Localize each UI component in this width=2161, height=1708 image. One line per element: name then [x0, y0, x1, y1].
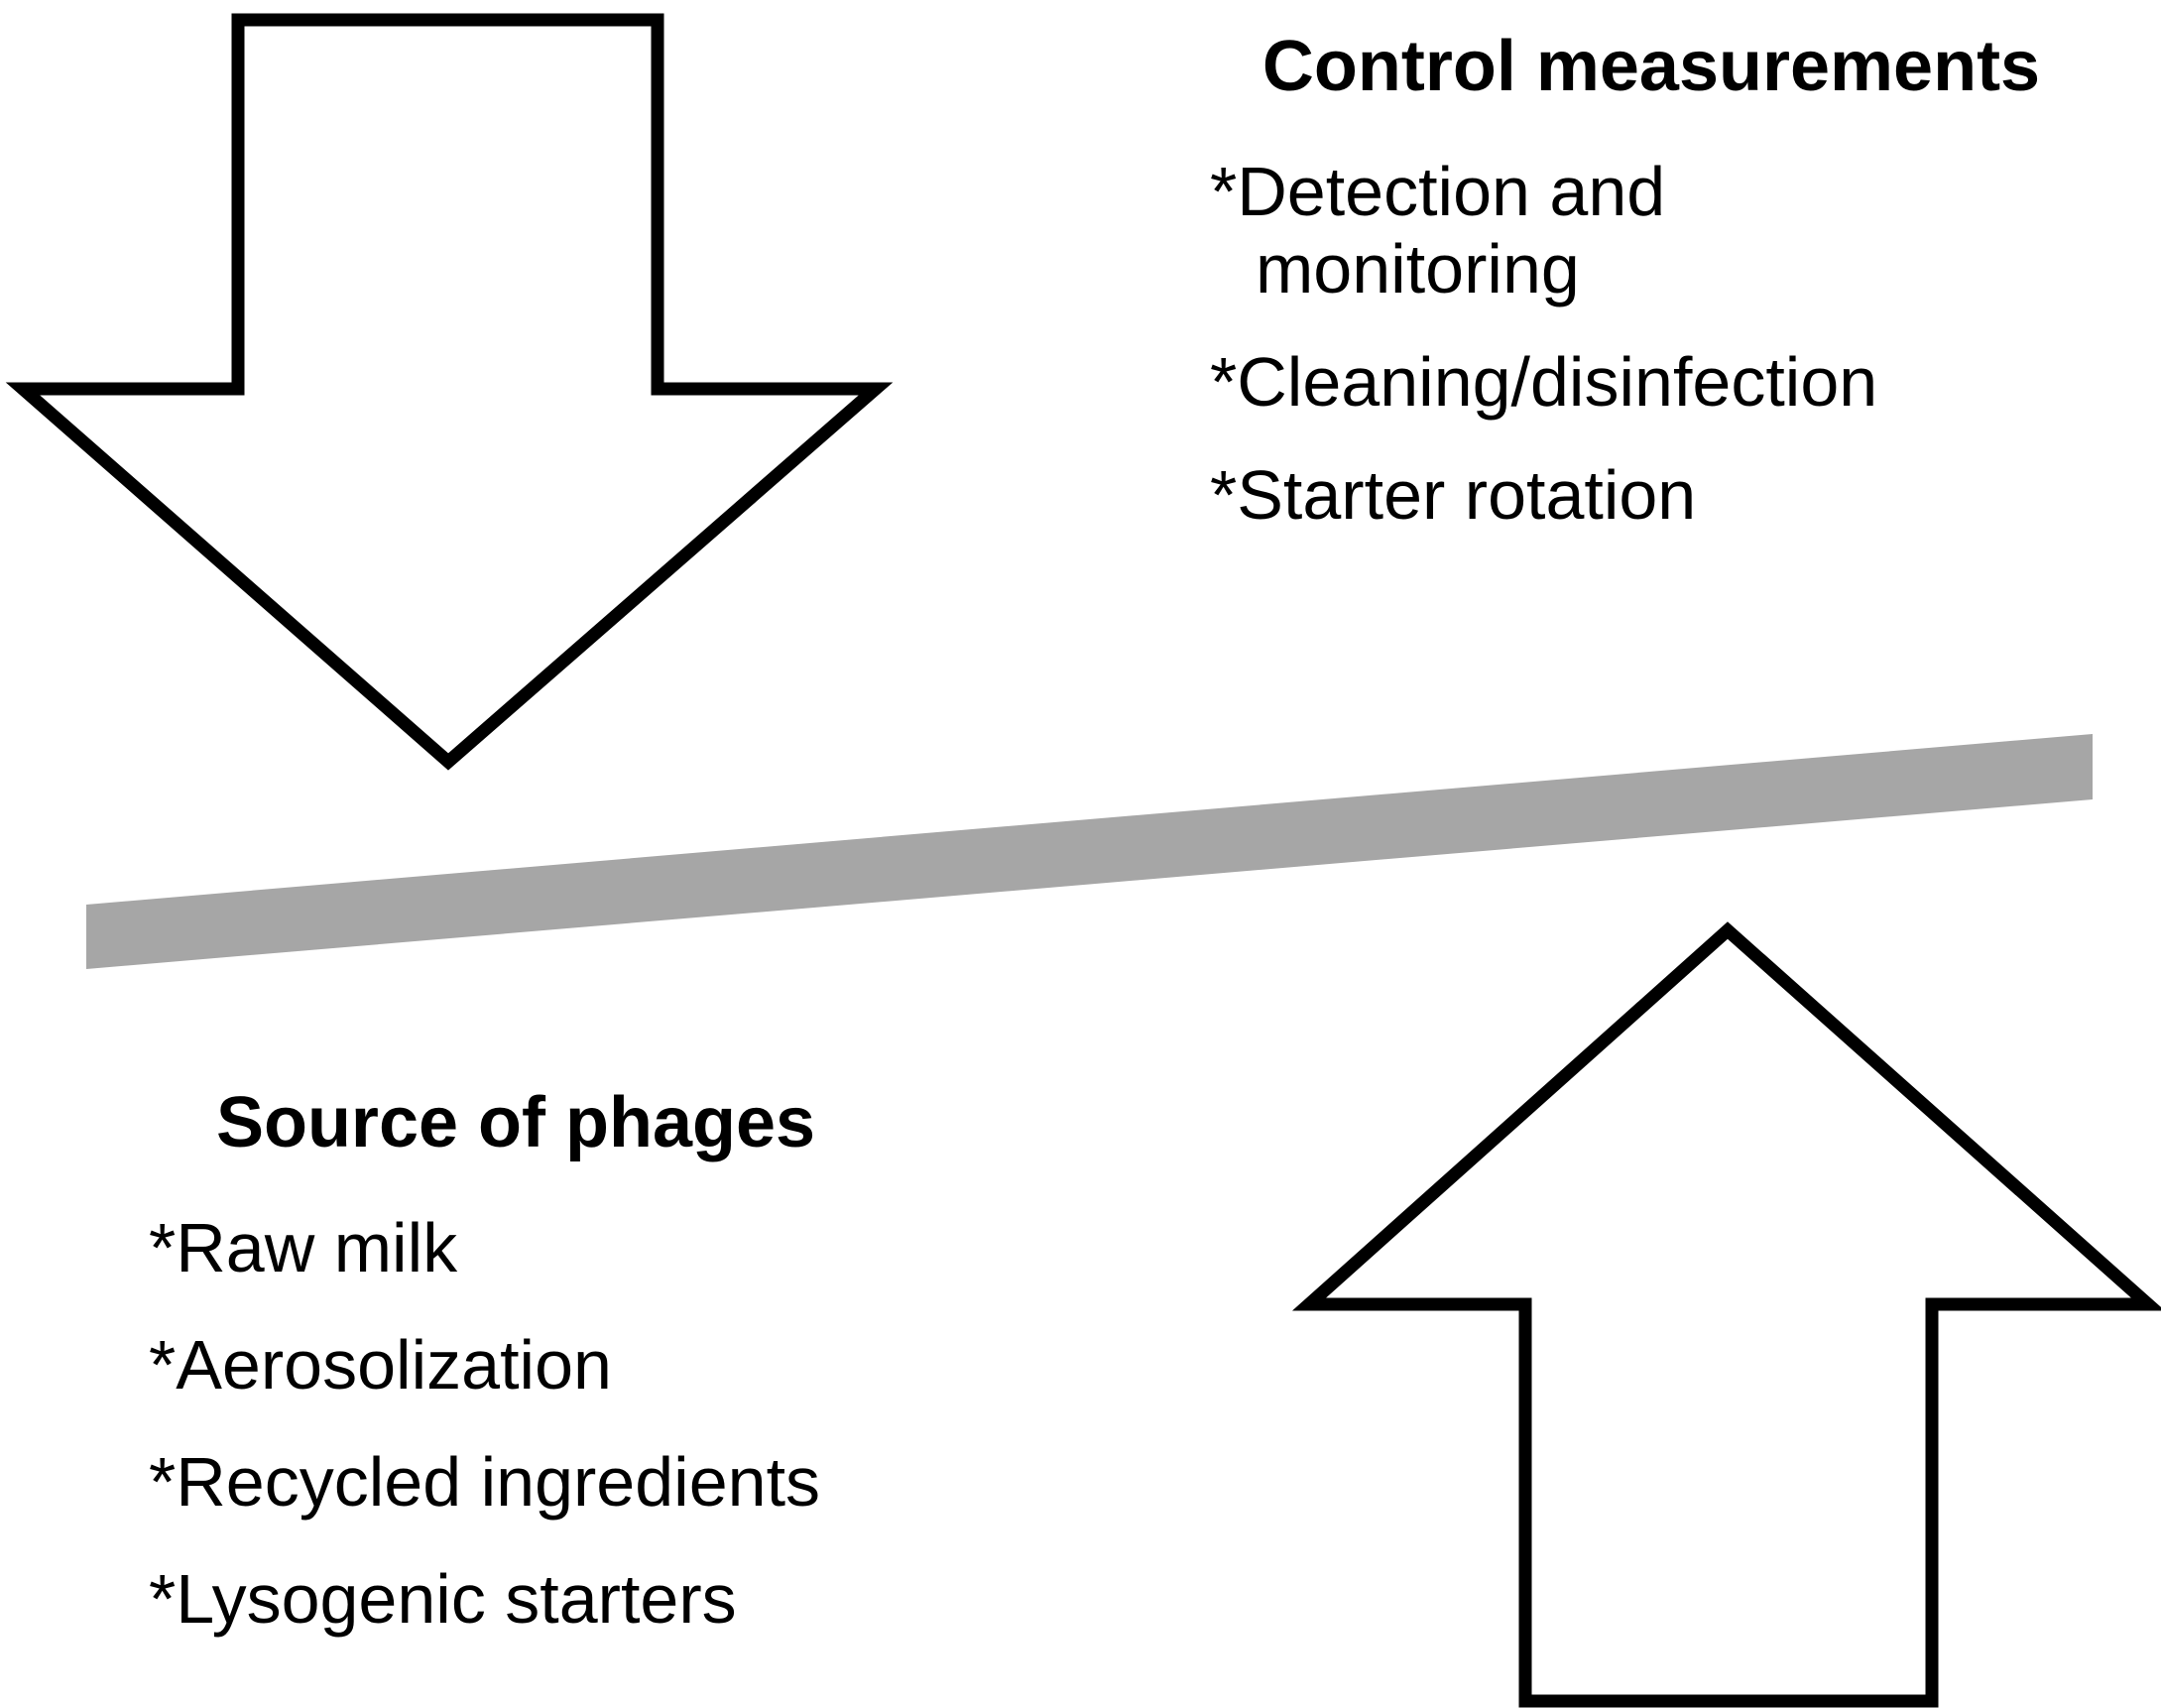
source-of-phages-heading: Source of phages [215, 1083, 816, 1162]
source-bullet-raw-milk: *Raw milk [149, 1208, 458, 1286]
source-bullet-aerosolization: *Aerosolization [149, 1325, 612, 1403]
control-bullet-cleaning: *Cleaning/disinfection [1210, 342, 1878, 421]
down-arrow-icon [5, 13, 894, 771]
source-bullet-recycled-ingredients: *Recycled ingredients [149, 1442, 821, 1521]
control-bullet-detection-continuation: monitoring [1256, 229, 1580, 307]
source-bullet-lysogenic-starters: *Lysogenic starters [149, 1559, 737, 1638]
control-measurements-heading: Control measurements [1261, 27, 2041, 106]
control-measurements-panel: Control measurements *Detection and moni… [1210, 27, 2132, 573]
control-bullet-starter-rotation: *Starter rotation [1210, 455, 1697, 534]
balance-beam [86, 734, 2093, 969]
control-bullet-detection: *Detection and [1210, 152, 1666, 230]
up-arrow-icon [1291, 921, 2161, 1708]
source-of-phages-panel: Source of phages *Raw milk *Aerosolizati… [149, 1083, 942, 1681]
